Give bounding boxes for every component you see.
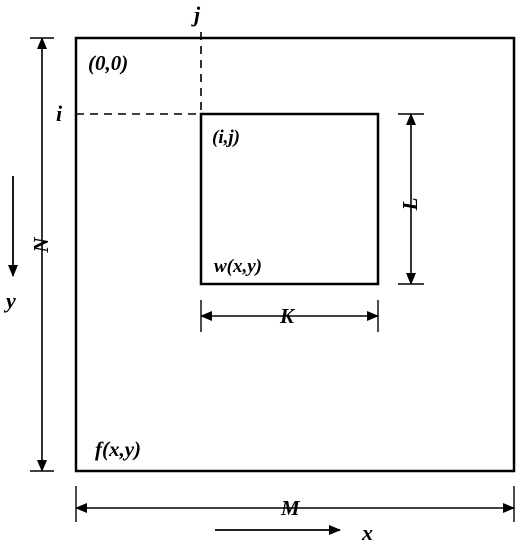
x-axis-label: x xyxy=(361,520,373,545)
y-axis-label: y xyxy=(3,288,16,313)
window-frame xyxy=(199,112,380,286)
n-label: N xyxy=(29,237,53,254)
origin-label: (0,0) xyxy=(88,51,128,75)
image-frame xyxy=(74,36,516,473)
l-label: L xyxy=(398,198,422,212)
image-function-label: f(x,y) xyxy=(95,437,141,461)
j-label: j xyxy=(191,2,201,27)
m-label: M xyxy=(280,496,301,520)
window-corner-label: (i,j) xyxy=(212,127,240,148)
window-function-label: w(x,y) xyxy=(214,256,262,277)
k-label: K xyxy=(279,304,296,328)
i-label: i xyxy=(56,101,63,126)
